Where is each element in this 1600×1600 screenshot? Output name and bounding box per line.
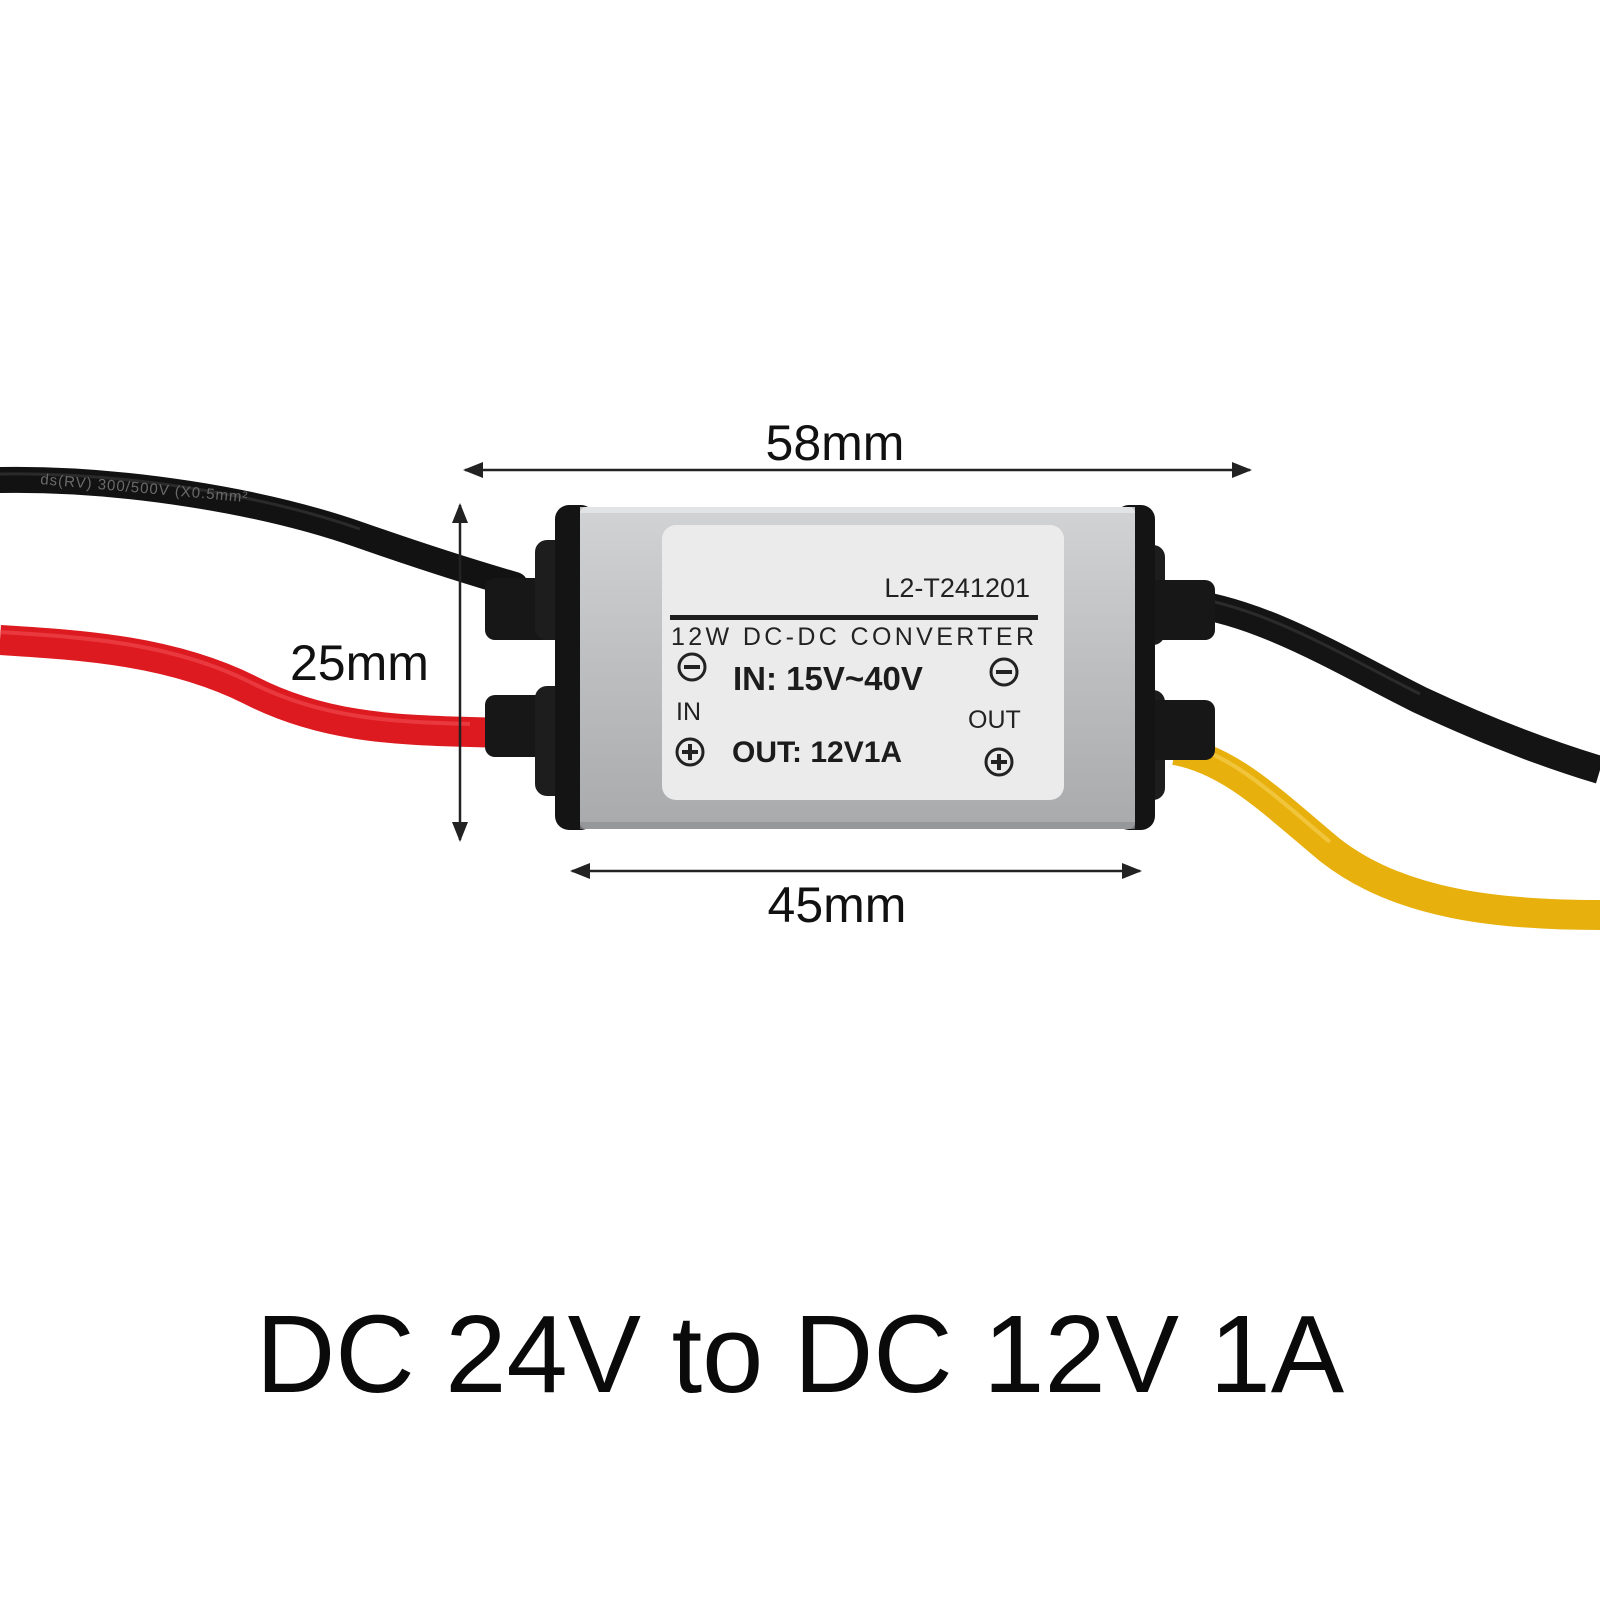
minus-circle-icon xyxy=(989,657,1019,687)
output-positive-wire xyxy=(1171,735,1600,930)
minus-circle-icon xyxy=(677,652,707,682)
dimension-body-length: 45mm xyxy=(570,863,1142,933)
product-label: L2-T241201 12W DC-DC CONVERTER IN: 15V~4… xyxy=(662,525,1064,800)
input-negative-wire: ds(RV) 300/500V (X0.5mm² xyxy=(0,466,528,598)
out-side-label: OUT xyxy=(968,706,1021,734)
label-sticker xyxy=(662,525,1064,800)
model-number: L2-T241201 xyxy=(884,573,1030,603)
input-voltage-text: IN: 15V~40V xyxy=(733,660,923,697)
plus-circle-icon xyxy=(984,747,1014,777)
in-side-label: IN xyxy=(676,698,701,726)
dimension-label-45mm: 45mm xyxy=(768,877,907,933)
converter-title: 12W DC-DC CONVERTER xyxy=(671,623,1034,651)
label-divider xyxy=(670,615,1038,620)
dimension-height: 25mm xyxy=(290,503,468,842)
dimension-label-58mm: 58mm xyxy=(766,415,905,471)
output-rating-text: OUT: 12V1A xyxy=(732,736,902,769)
dimension-label-25mm: 25mm xyxy=(290,635,429,691)
product-caption: DC 24V to DC 12V 1A xyxy=(255,1293,1345,1416)
output-negative-wire xyxy=(1178,588,1600,784)
plus-circle-icon xyxy=(675,737,705,767)
dimension-total-length: 58mm xyxy=(463,415,1252,478)
